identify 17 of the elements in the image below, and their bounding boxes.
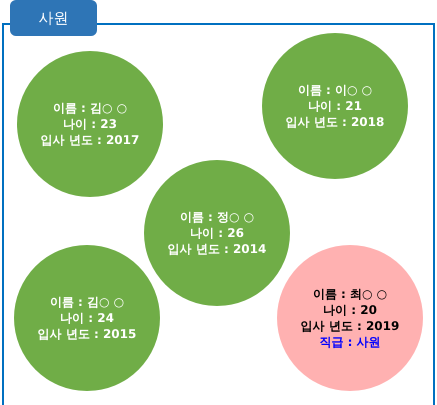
info-text: 이름 : 이○ ○ [298,82,372,98]
group-title-tab: 사원 [10,0,97,36]
info-text: 입사 년도 : 2018 [286,114,384,130]
info-text: 직급 : 사원 [319,334,381,350]
info-text: 입사 년도 : 2015 [38,326,136,342]
info-text: 나이 : 20 [323,302,377,318]
info-text: 입사 년도 : 2019 [300,318,400,334]
info-text: 입사 년도 : 2014 [168,241,266,257]
info-text: 입사 년도 : 2017 [40,132,140,148]
info-text: 나이 : 26 [190,225,244,241]
info-text: 이름 : 김○ ○ [52,100,128,116]
info-text: 나이 : 21 [308,98,362,114]
info-text: 이름 : 최○ ○ [312,286,388,302]
info-text: 이름 : 김○ ○ [50,294,124,310]
info-text: 나이 : 23 [63,116,117,132]
info-text: 나이 : 24 [60,310,114,326]
info-text: 이름 : 정○ ○ [180,209,254,225]
